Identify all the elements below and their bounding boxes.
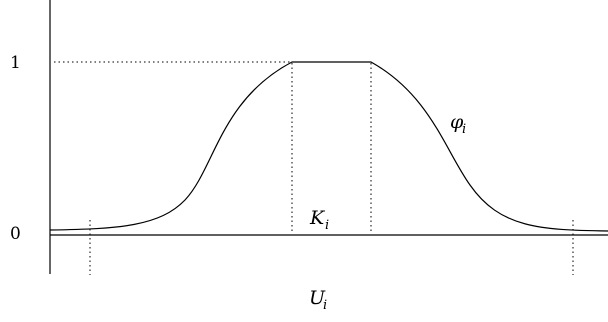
support-label-base: U <box>309 287 326 309</box>
support-label-subscript: i <box>323 298 327 313</box>
bump-function-curve <box>49 61 608 232</box>
curve-label-base: φ <box>450 111 464 133</box>
support-label: U i <box>309 287 327 313</box>
y-tick-label-zero: 0 <box>10 224 21 244</box>
curve-label: φ i <box>450 111 466 137</box>
curve-label-subscript: i <box>462 122 466 137</box>
plateau-label-base: K <box>309 207 326 229</box>
y-tick-label-one: 1 <box>10 53 21 73</box>
plateau-label-subscript: i <box>325 218 329 233</box>
plateau-label: K i <box>309 207 329 233</box>
